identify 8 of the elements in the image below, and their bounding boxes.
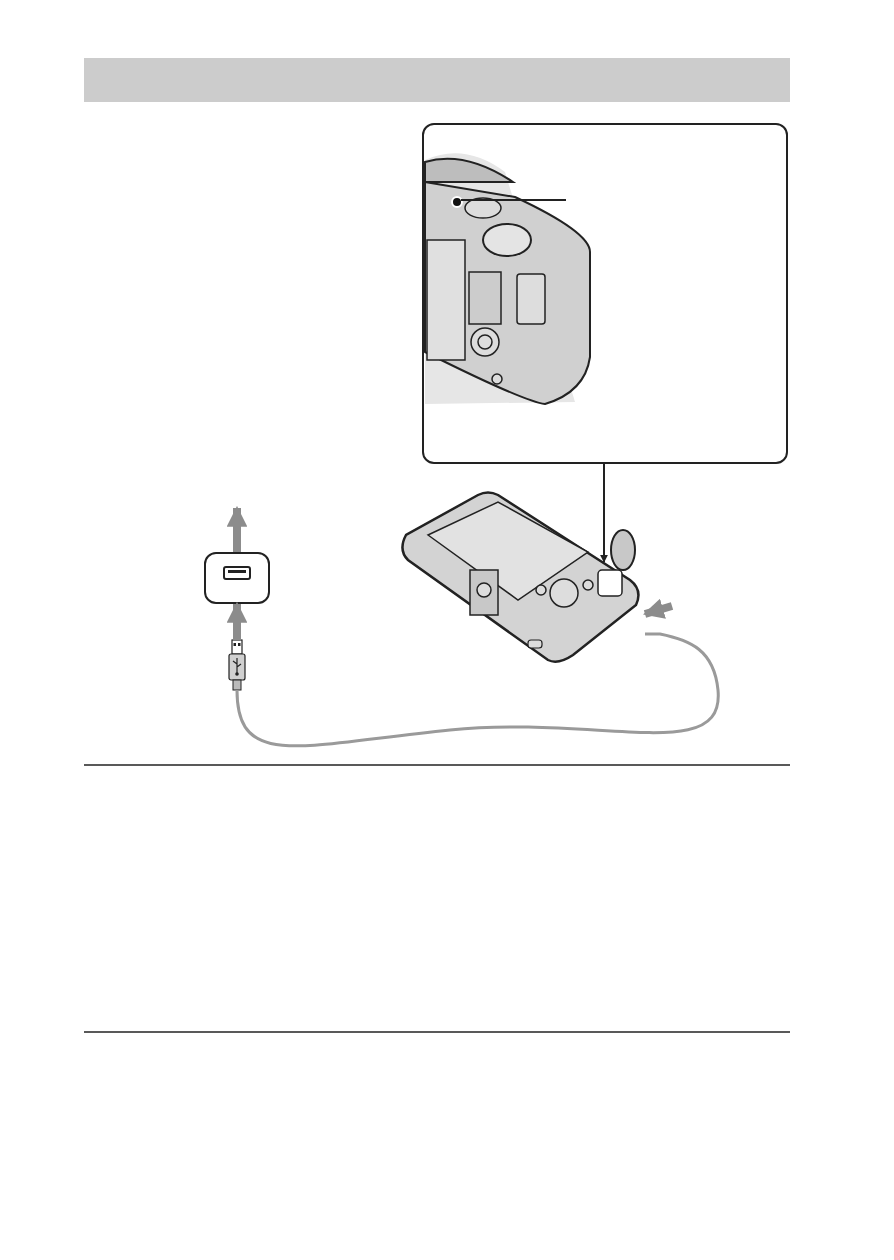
leader-line [460,199,567,201]
arrow [226,505,248,552]
arrow [226,601,248,640]
arrow [643,598,674,619]
inset-frame [422,123,788,464]
usb-port-panel [204,552,270,604]
arrow [600,463,608,563]
usb-plug-drawing [227,640,247,690]
